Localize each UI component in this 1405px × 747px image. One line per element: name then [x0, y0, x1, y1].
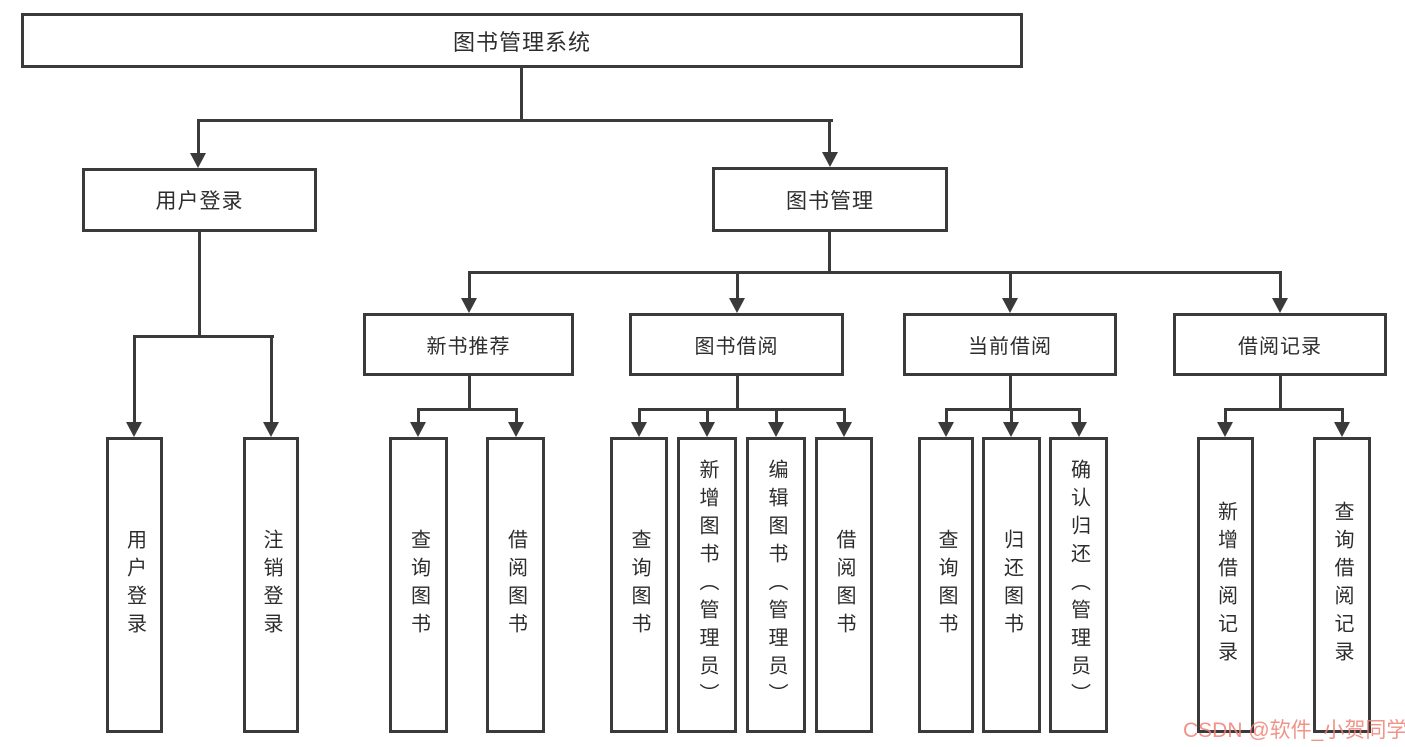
arrow-down-icon [1003, 422, 1019, 437]
leaf-add-books-admin: 新增图书（管理员） [677, 437, 737, 733]
connector-line [638, 408, 641, 422]
connector-line [133, 335, 136, 422]
connector-line [828, 119, 831, 152]
leaf-query-borrow-record: 查询借阅记录 [1313, 437, 1371, 733]
connector-line [1078, 408, 1081, 422]
connector-line [706, 408, 709, 422]
connector-line [1279, 271, 1282, 298]
connector-line [417, 408, 420, 422]
arrow-down-icon [410, 422, 426, 437]
arrow-down-icon [768, 422, 784, 437]
leaf-query-books-recommend: 查询图书 [389, 437, 448, 733]
connector-line [843, 408, 846, 422]
connector-line [1009, 376, 1012, 411]
leaf-query-books-borrow: 查询图书 [610, 437, 668, 733]
leaf-user-login: 用户登录 [106, 437, 163, 733]
arrow-down-icon [263, 422, 279, 437]
connector-line [775, 408, 778, 422]
connector-line [197, 119, 200, 153]
arrow-down-icon [1071, 422, 1087, 437]
node-root-system: 图书管理系统 [21, 13, 1023, 68]
leaf-borrow-books-recommend: 借阅图书 [486, 437, 545, 733]
connector-line [736, 376, 739, 411]
connector-line [1010, 408, 1013, 422]
arrow-down-icon [1334, 422, 1350, 437]
csdn-watermark: CSDN @软件_小贺同学 [1183, 719, 1405, 742]
leaf-edit-books-admin: 编辑图书（管理员） [746, 437, 806, 733]
connector-line [468, 376, 471, 411]
arrow-down-icon [822, 152, 838, 167]
connector-line [270, 335, 273, 422]
node-new-book-recommend: 新书推荐 [363, 313, 574, 376]
connector-line [945, 408, 948, 422]
node-book-borrow: 图书借阅 [629, 313, 844, 376]
connector-line [828, 232, 831, 274]
leaf-confirm-return-admin: 确认归还（管理员） [1049, 437, 1108, 733]
arrow-down-icon [190, 153, 206, 168]
connector-line [1009, 271, 1012, 298]
arrow-down-icon [836, 422, 852, 437]
connector-line [468, 271, 471, 298]
arrow-down-icon [508, 422, 524, 437]
leaf-return-books: 归还图书 [982, 437, 1041, 733]
node-current-borrow: 当前借阅 [903, 313, 1117, 376]
connector-line [197, 119, 833, 122]
connector-line [198, 232, 201, 338]
connector-line [1224, 408, 1344, 411]
arrow-down-icon [126, 422, 142, 437]
connector-line [945, 408, 1081, 411]
leaf-add-borrow-record: 新增借阅记录 [1197, 437, 1254, 733]
connector-line [1279, 376, 1282, 411]
arrow-down-icon [938, 422, 954, 437]
leaf-borrow-books: 借阅图书 [815, 437, 873, 733]
connector-line [1341, 408, 1344, 422]
arrow-down-icon [699, 422, 715, 437]
node-user-login: 用户登录 [82, 168, 317, 232]
connector-line [133, 335, 274, 338]
node-book-management: 图书管理 [712, 167, 948, 232]
arrow-down-icon [1217, 422, 1233, 437]
connector-line [417, 408, 518, 411]
connector-line [520, 68, 523, 122]
connector-line [736, 271, 739, 298]
arrow-down-icon [729, 298, 745, 313]
arrow-down-icon [1272, 298, 1288, 313]
arrow-down-icon [1002, 298, 1018, 313]
connector-line [515, 408, 518, 422]
arrow-down-icon [631, 422, 647, 437]
connector-line [468, 271, 1282, 274]
arrow-down-icon [461, 298, 477, 313]
leaf-query-books-current: 查询图书 [918, 437, 974, 733]
leaf-logout: 注销登录 [243, 437, 299, 733]
connector-line [638, 408, 846, 411]
node-borrow-records: 借阅记录 [1173, 313, 1387, 376]
connector-line [1224, 408, 1227, 422]
